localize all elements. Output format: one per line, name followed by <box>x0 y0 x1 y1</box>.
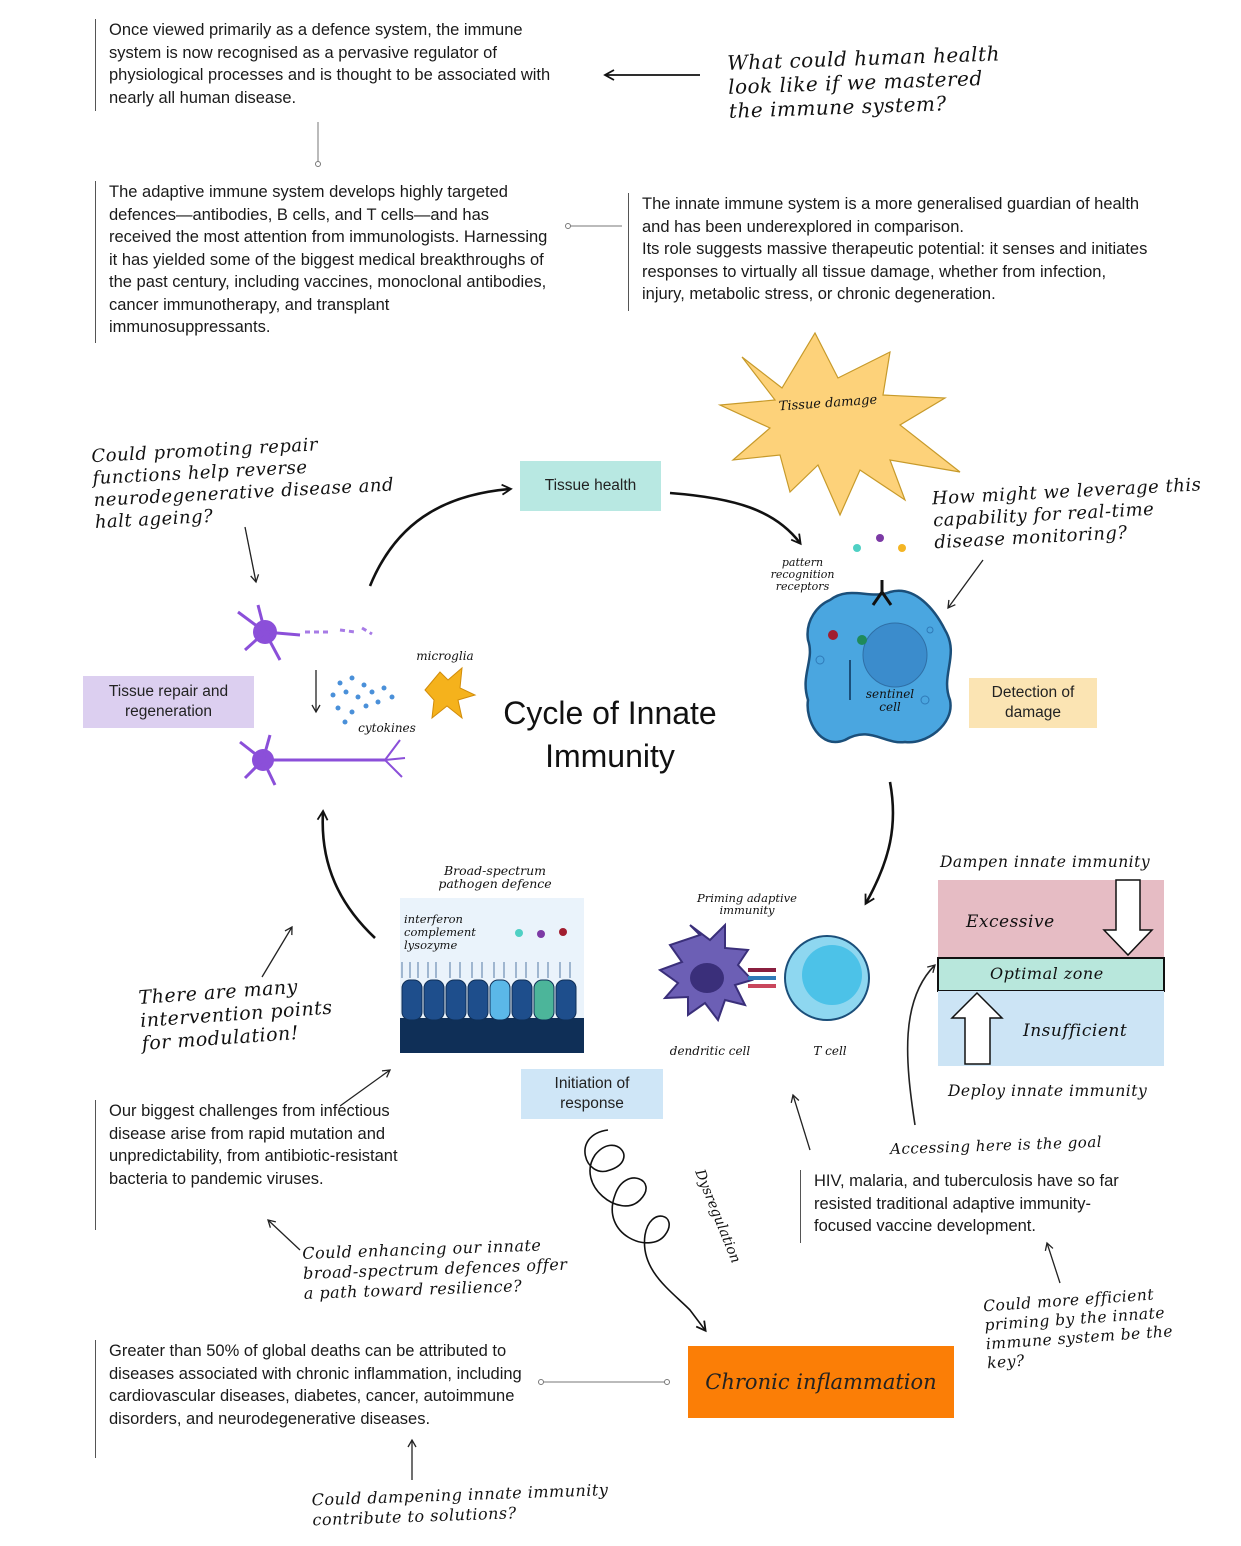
arrow-repair-question <box>244 526 260 584</box>
priming-question: Could more efficient priming by the inna… <box>982 1285 1174 1373</box>
priming-label: Priming adaptive immunity <box>697 891 797 917</box>
chronic-inflammation-box: Chronic inflammation <box>688 1346 954 1418</box>
arrow-enhance-question <box>267 1219 301 1251</box>
tissue-damage-star <box>717 331 961 517</box>
connector-intro-adaptive <box>315 122 321 167</box>
microglia-label: microglia <box>416 649 474 663</box>
dendritic-cell <box>657 922 776 1023</box>
cycle-arrow-detection-to-initiation <box>864 781 895 906</box>
intro-text: Once viewed primarily as a defence syste… <box>95 19 565 111</box>
prr-label: pattern recognition receptors <box>770 556 835 593</box>
optimal-zone-label: Optimal zone <box>990 964 1104 983</box>
enhance-question: Could enhancing our innate broad-spectru… <box>302 1235 568 1303</box>
mastery-question: What could human health look like if we … <box>726 41 1001 123</box>
interferon-label: interferon complement lysozyme <box>404 912 476 952</box>
neuron-bottom <box>239 734 406 786</box>
sentinel-cell <box>804 534 953 744</box>
insufficient-label: Insufficient <box>1023 1021 1128 1041</box>
stage-detection-of-damage: Detection of damage <box>969 678 1097 728</box>
repair-question: Could promoting repair functions help re… <box>90 434 395 534</box>
connector-adaptive-innate <box>565 223 622 229</box>
neuron-top <box>237 604 373 661</box>
global-deaths-note: Greater than 50% of global deaths can be… <box>95 1340 530 1458</box>
arrow-intervention-question <box>261 925 293 978</box>
sentinel-cell-label: sentinel cell <box>865 687 915 714</box>
epithelium-panel <box>400 898 584 1053</box>
hiv-note: HIV, malaria, and tuberculosis have so f… <box>800 1170 1145 1243</box>
deploy-label: Deploy innate immunity <box>948 1082 1148 1100</box>
microglia-cell <box>424 666 477 720</box>
cytokines-label: cytokines <box>358 721 416 735</box>
arrow-monitoring-question <box>947 559 984 610</box>
infectious-disease-note: Our biggest challenges from infectious d… <box>95 1100 400 1230</box>
cycle-arrow-health-to-detection <box>669 491 802 546</box>
cycle-arrow-initiation-to-repair <box>316 809 376 939</box>
stage-initiation-of-response: Initiation of response <box>521 1069 663 1119</box>
cytokine-dots <box>330 675 395 725</box>
stage-tissue-repair: Tissue repair and regeneration <box>83 676 254 728</box>
dendritic-cell-label: dendritic cell <box>669 1044 751 1058</box>
regulation-zones <box>937 879 1165 1066</box>
connector-global-chronic <box>538 1379 670 1385</box>
diagram-title: Cycle of Innate Immunity <box>503 695 717 774</box>
dysregulation-coil <box>584 1129 707 1333</box>
stage-tissue-health: Tissue health <box>520 461 661 511</box>
cycle-arrow-repair-to-health <box>368 483 513 587</box>
arrow-hiv-note <box>790 1093 811 1151</box>
t-cell-label: T cell <box>813 1044 847 1058</box>
arrow-priming-question <box>1044 1241 1061 1284</box>
adaptive-immunity-text: The adaptive immune system develops high… <box>95 181 555 343</box>
broad-spectrum-label: Broad-spectrum pathogen defence <box>438 863 552 891</box>
excessive-label: Excessive <box>966 912 1055 932</box>
arrow-infectious-note <box>339 1069 392 1107</box>
innate-immunity-text: The innate immune system is a more gener… <box>628 193 1148 311</box>
arrow-goal-to-optimal <box>906 964 936 1126</box>
intervention-note: There are many intervention points for m… <box>137 975 334 1055</box>
t-cell <box>784 935 870 1021</box>
dampen-label: Dampen innate immunity <box>940 853 1151 871</box>
